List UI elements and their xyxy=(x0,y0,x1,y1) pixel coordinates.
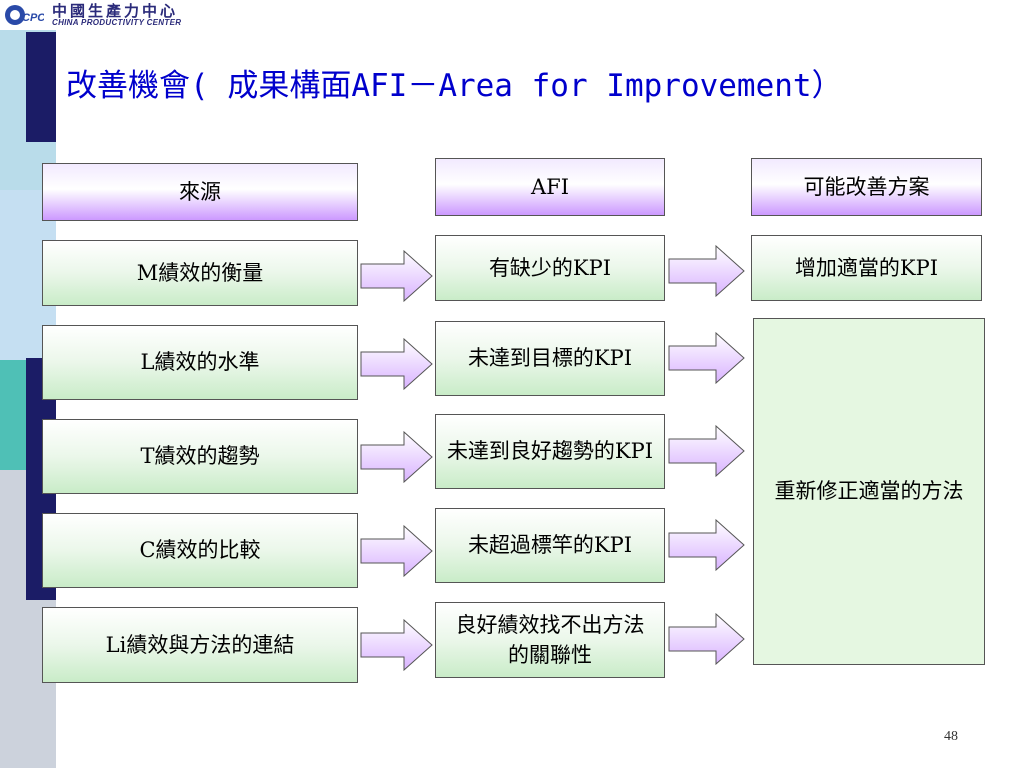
right-arrow-icon xyxy=(360,618,433,672)
cpc-logo: CPC 中國生產力中心 CHINA PRODUCTIVITY CENTER xyxy=(0,0,240,30)
afi-box: 良好績效找不出方法的關聯性 xyxy=(435,602,665,678)
solution-method-box: 重新修正適當的方法 xyxy=(753,318,985,665)
solution-header-label: 可能改善方案 xyxy=(803,174,930,199)
source-box: Li績效與方法的連結 xyxy=(42,607,358,683)
solution-header: 可能改善方案 xyxy=(751,158,982,216)
afi-box: 未達到良好趨勢的KPI xyxy=(435,414,665,489)
page-number: 48 xyxy=(944,729,958,744)
solution-method-text: 重新修正適當的方法 xyxy=(774,479,964,504)
slide-title: 改善機會( 成果構面AFI－Area for Improvement） xyxy=(66,68,843,104)
right-arrow-icon xyxy=(360,337,433,391)
source-box: C績效的比較 xyxy=(42,513,358,588)
right-arrow-icon xyxy=(668,518,745,572)
solution-kpi-box: 增加適當的KPI xyxy=(751,235,982,301)
right-arrow-icon xyxy=(668,424,745,478)
cpc-logo-icon: CPC xyxy=(5,5,44,25)
source-header: 來源 xyxy=(42,163,358,221)
source-text: C績效的比較 xyxy=(139,538,261,563)
right-arrow-icon xyxy=(668,612,745,666)
org-name-cn: 中國生產力中心 xyxy=(52,2,179,20)
afi-header: AFI xyxy=(435,158,665,216)
solution-kpi-text: 增加適當的KPI xyxy=(794,255,939,280)
source-box: T績效的趨勢 xyxy=(42,419,358,494)
source-header-label: 來源 xyxy=(179,179,221,204)
afi-header-label: AFI xyxy=(530,174,570,199)
right-arrow-icon xyxy=(668,331,745,385)
source-box: L績效的水準 xyxy=(42,325,358,400)
right-arrow-icon xyxy=(360,249,433,303)
right-arrow-icon xyxy=(668,244,745,298)
logo-mark-text: CPC xyxy=(22,12,44,24)
org-name-en: CHINA PRODUCTIVITY CENTER xyxy=(52,18,182,27)
afi-box: 未超過標竿的KPI xyxy=(435,508,665,583)
source-text: Li績效與方法的連結 xyxy=(105,632,295,657)
source-text: T績效的趨勢 xyxy=(140,444,260,469)
afi-text: 未達到目標的KPI xyxy=(467,346,633,371)
afi-text: 未超過標竿的KPI xyxy=(467,533,633,558)
afi-text: 有缺少的KPI xyxy=(488,255,612,280)
right-arrow-icon xyxy=(360,524,433,578)
right-arrow-icon xyxy=(360,430,433,484)
source-text: L績效的水準 xyxy=(140,350,260,375)
afi-text: 未達到良好趨勢的KPI xyxy=(446,439,654,464)
source-text: M績效的衡量 xyxy=(136,260,264,285)
afi-text: 良好績效找不出方法的關聯性 xyxy=(455,612,645,667)
afi-box: 未達到目標的KPI xyxy=(435,321,665,396)
afi-box: 有缺少的KPI xyxy=(435,235,665,301)
source-box: M績效的衡量 xyxy=(42,240,358,306)
